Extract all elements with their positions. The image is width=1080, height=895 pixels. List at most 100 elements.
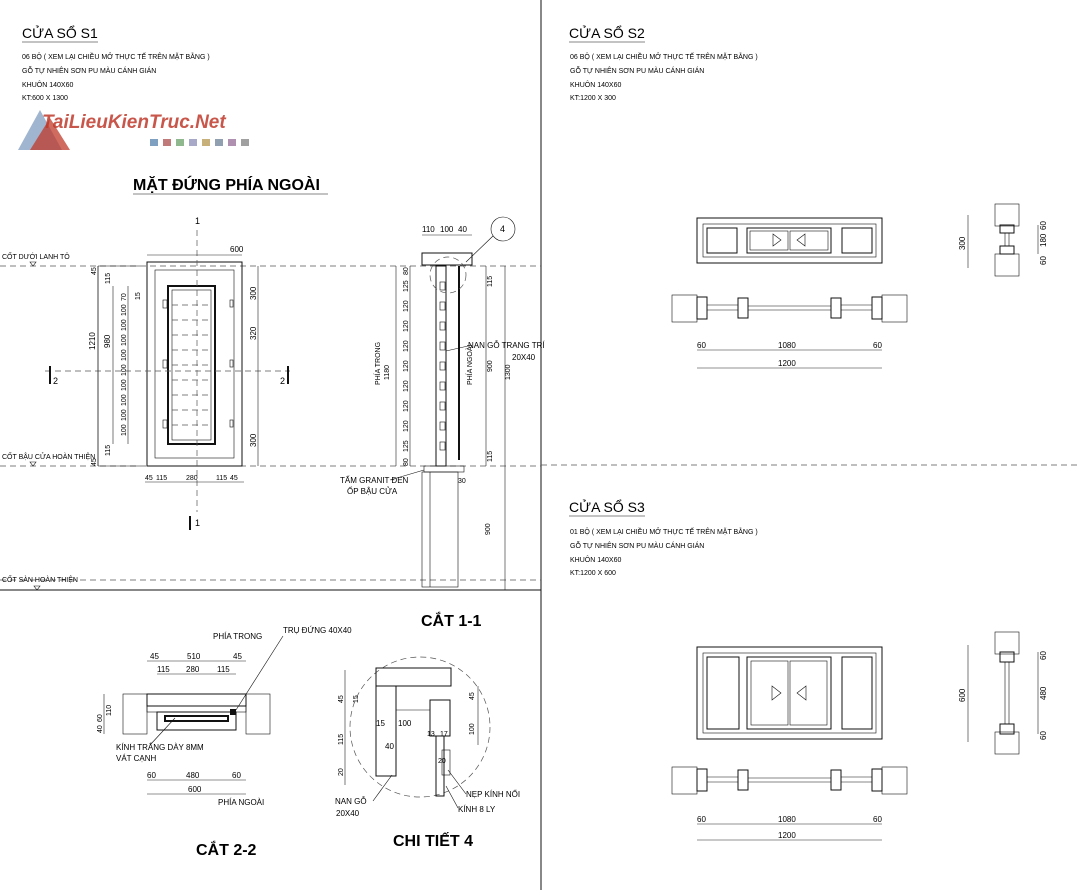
s3-dim-2: 1080 [778,815,796,824]
svg-text:120: 120 [403,400,410,412]
svg-text:15: 15 [135,292,142,300]
elev-dim-bottom-2: 115 [156,475,167,482]
elev-dim-left-inner: 980 [103,334,112,348]
elevation-title: MẶT ĐỨNG PHÍA NGOÀI [133,175,320,194]
svg-text:120: 120 [403,420,410,432]
s1-note-3: KHUÔN 140X60 [22,80,73,89]
det4-dim-1: 45 [338,695,345,703]
sec11-nan-size: 20X40 [512,353,536,362]
s2-dim-2: 1080 [778,341,796,350]
watermark-text: TaiLieuKienTruc.Net [42,112,226,133]
svg-text:120: 120 [403,360,410,372]
section-1-1-slats [439,281,446,451]
sec11-left-label: PHÍA TRONG [373,342,382,385]
s2-dim-3: 60 [873,341,882,350]
s3-note-3: KHUÔN 140X60 [570,555,621,564]
s3-elevation [696,646,883,740]
sec22-glass-2: VÁT CẠNH [116,754,157,763]
sec11-bottom-dim-1: 30 [458,478,466,485]
s2-side-dim-2: 180 [1039,233,1048,247]
level-label-sill: CỐT BẬU CỬA HOÀN THIỆN [2,451,95,461]
sec11-right-dim-3: 1300 [505,364,512,380]
svg-text:100: 100 [121,364,128,376]
sec11-slat-dims: 80 125 120 120 120 120 120 120 120 125 8… [403,266,411,466]
svg-text:100: 100 [121,334,128,346]
elev-dim-right-c: 300 [249,433,258,447]
s2-note-1: 06 BỘ ( XEM LẠI CHIỀU MỞ THỰC TẾ TRÊN MẶ… [570,51,758,61]
det4-dim-7: 40 [385,742,394,751]
watermark-logo: TaiLieuKienTruc.Net [18,110,249,150]
elev-dim-bottom-1: 45 [145,475,153,482]
s1-note-2: GỖ TỰ NHIÊN SƠN PU MÀU CÁNH GIÁN [22,66,156,75]
svg-text:120: 120 [403,300,410,312]
sec11-right-dim-4: 115 [487,451,494,462]
s1-window-frame [146,261,243,467]
s2-note-4: KT:1200 X 300 [570,95,616,102]
det4-kinh: KÍNH 8 LY [458,805,496,814]
s3-title: CỬA SỔ S3 [569,498,645,515]
section-mark-1-bottom: 1 [195,518,200,528]
s1-slats [172,304,211,426]
s1-note-4: KT:600 X 1300 [22,95,68,102]
sec22-bottom-dim-3: 60 [232,771,241,780]
det4-dim-2: 15 [353,695,360,703]
sec22-top-dim-3: 45 [233,652,242,661]
section-1-1-title: CẮT 1-1 [421,611,482,630]
det4-nan: NAN GỖ [335,797,367,806]
sec22-top-dim-1: 45 [150,652,159,661]
detail-4 [349,656,491,798]
s3-plan [671,766,908,795]
sec11-nan-label: NAN GỖ TRANG TRÍ [468,341,545,350]
svg-text:120: 120 [403,380,410,392]
det4-dim-10: 13 [427,731,435,738]
sec22-total: 600 [188,785,202,794]
s3-note-4: KT:1200 X 600 [570,570,616,577]
sec22-left-dim-1: 40 [97,725,104,733]
svg-text:100: 100 [121,379,128,391]
section-2-2 [122,693,271,735]
detail-ref-4: 4 [500,224,505,234]
det4-dim-6: 100 [398,719,412,728]
s3-side-dim-1: 60 [1039,651,1048,660]
s2-title: CỬA SỔ S2 [569,24,645,41]
level-label-lintel: CỐT DƯỚI LANH TÔ [2,251,70,261]
sec11-right-dim-2: 900 [487,360,494,372]
detail-4-title: CHI TIẾT 4 [393,831,473,850]
s2-note-3: KHUÔN 140X60 [570,80,621,89]
svg-text:80: 80 [403,458,410,466]
s2-open-arrow-left [772,233,782,247]
sec11-right-label: PHÍA NGOÀI [465,344,474,385]
det4-dim-5: 15 [376,719,385,728]
elev-dim-right-a: 300 [249,286,258,300]
svg-text:125: 125 [403,280,410,292]
svg-text:125: 125 [403,440,410,452]
elev-dim-left-total: 1210 [88,332,97,350]
sec22-outside: PHÍA NGOÀI [218,798,264,807]
svg-text:80: 80 [403,267,410,275]
det4-dim-9: 100 [469,723,476,735]
s3-open-arrow-left [771,685,782,701]
sec22-bottom-dim-2: 480 [186,771,200,780]
svg-text:100: 100 [121,394,128,406]
sec11-right-dim-1: 115 [487,276,494,287]
sec11-top-dim-2: 100 [440,225,454,234]
section-mark-2-right: 2 [280,376,285,386]
section-2-2-title: CẮT 2-2 [196,840,257,859]
s3-dim-3: 60 [873,815,882,824]
elev-dim-bottom-4: 115 [216,475,227,482]
sec11-bottom-dim-2: 900 [485,523,492,535]
sec11-granite-1: TẤM GRANIT ĐEN [340,475,409,485]
s3-side-section [994,631,1020,755]
det4-dim-12: 20 [438,758,446,765]
s3-note-2: GỖ TỰ NHIÊN SƠN PU MÀU CÁNH GIÁN [570,541,704,550]
s1-note-1: 06 BỘ ( XEM LẠI CHIỀU MỞ THỰC TẾ TRÊN MẶ… [22,51,210,61]
sec22-mid-dim-1: 115 [157,665,170,674]
det4-dim-3: 115 [338,734,345,745]
elev-dim-bottom-3: 280 [186,475,198,482]
elev-dim-top: 600 [230,245,244,254]
elev-dim-left-b: 115 [105,273,112,284]
section-mark-2-left: 2 [53,376,58,386]
sec11-top-dim-3: 40 [458,225,467,234]
s3-side-dim-3: 60 [1039,731,1048,740]
